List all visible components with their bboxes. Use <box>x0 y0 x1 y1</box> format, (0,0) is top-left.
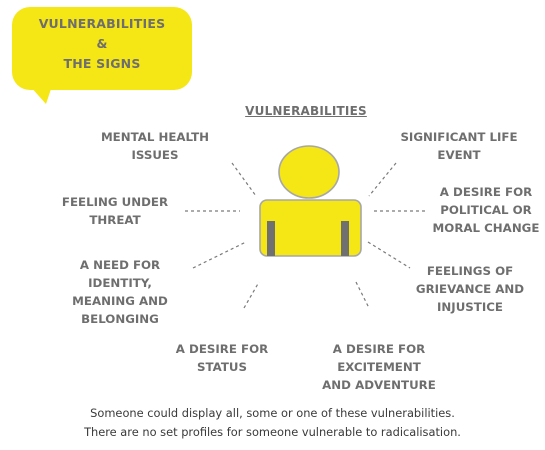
label-mental-health-line-1: MENTAL HEALTH <box>100 130 210 144</box>
footer-line-2: There are no set profiles for someone vu… <box>84 425 461 439</box>
label-identity-line-3: MEANING AND <box>72 294 168 308</box>
label-status-line-2: STATUS <box>197 360 247 374</box>
label-mental-health-line-2: ISSUES <box>131 148 179 162</box>
person-head <box>278 145 340 199</box>
connector-excitement <box>355 281 370 309</box>
connector-grievance <box>367 241 411 269</box>
label-life-event: SIGNIFICANT LIFE EVENT <box>396 128 522 164</box>
callout-line-3: THE SIGNS <box>63 56 141 71</box>
label-political-change: A DESIRE FOR POLITICAL OR MORAL CHANGE <box>428 183 544 237</box>
connector-life-event <box>368 162 397 197</box>
label-identity: A NEED FOR IDENTITY, MEANING AND BELONGI… <box>55 256 185 328</box>
label-excitement-line-1: A DESIRE FOR <box>332 342 426 356</box>
label-life-event-line-1: SIGNIFICANT LIFE <box>400 130 518 144</box>
label-feeling-threat-line-2: THREAT <box>89 213 141 227</box>
label-identity-line-1: A NEED FOR <box>79 258 161 272</box>
label-identity-line-4: BELONGING <box>81 312 159 326</box>
footer-line-1: Someone could display all, some or one o… <box>90 406 455 420</box>
connector-identity <box>192 241 247 269</box>
connector-mental-health <box>231 162 257 197</box>
label-mental-health: MENTAL HEALTH ISSUES <box>94 128 216 164</box>
label-status-line-1: A DESIRE FOR <box>175 342 269 356</box>
label-feeling-threat: FEELING UNDER THREAT <box>50 193 180 229</box>
person-right-arm <box>341 221 349 256</box>
label-status: A DESIRE FOR STATUS <box>163 340 281 376</box>
label-grievance-line-1: FEELINGS OF <box>426 264 514 278</box>
callout-bubble <box>12 7 192 90</box>
label-excitement-line-3: AND ADVENTURE <box>322 378 436 392</box>
label-grievance-line-2: GRIEVANCE AND <box>415 282 525 296</box>
person-body <box>259 199 362 257</box>
label-excitement: A DESIRE FOR EXCITEMENT AND ADVENTURE <box>316 340 442 394</box>
connector-lines <box>185 162 428 309</box>
person-left-arm <box>267 221 275 256</box>
label-political-change-line-2: POLITICAL OR <box>440 203 532 217</box>
label-political-change-line-1: A DESIRE FOR <box>439 185 533 199</box>
connector-status <box>243 281 260 309</box>
label-excitement-line-2: EXCITEMENT <box>337 360 421 374</box>
label-grievance-line-3: INJUSTICE <box>437 300 503 314</box>
footer-note: Someone could display all, some or one o… <box>0 404 545 442</box>
label-political-change-line-3: MORAL CHANGE <box>432 221 540 235</box>
callout-line-1: VULNERABILITIES <box>38 16 166 31</box>
label-grievance: FEELINGS OF GRIEVANCE AND INJUSTICE <box>404 262 536 316</box>
callout-line-2: & <box>96 36 108 51</box>
diagram-heading: VULNERABILITIES <box>245 104 367 118</box>
label-life-event-line-2: EVENT <box>437 148 481 162</box>
callout-title: VULNERABILITIES & THE SIGNS <box>12 14 192 74</box>
label-feeling-threat-line-1: FEELING UNDER <box>61 195 169 209</box>
label-identity-line-2: IDENTITY, <box>88 276 152 290</box>
